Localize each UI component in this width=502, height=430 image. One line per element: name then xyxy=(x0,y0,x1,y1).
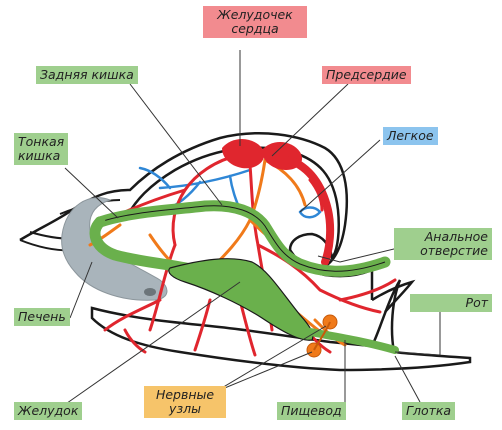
label-pharynx-text: Глотка xyxy=(406,403,452,418)
label-pharynx: Глотка xyxy=(402,402,456,420)
label-hindgut: Задняя кишка xyxy=(36,66,138,84)
label-anus-line2: отверстие xyxy=(420,243,488,258)
label-ventricle: Желудочек сердца xyxy=(203,6,307,38)
intestine-inner xyxy=(99,205,386,272)
label-nerve-ganglia-line1: Нервные xyxy=(155,387,215,402)
tentacle-outline xyxy=(371,279,416,313)
label-lung-text: Легкое xyxy=(387,128,434,143)
label-small-intestine-line1: Тонкая xyxy=(18,134,65,149)
label-anus: Анальное отверстие xyxy=(394,228,492,260)
label-stomach-text: Желудок xyxy=(18,403,79,418)
liver-organ xyxy=(61,197,168,301)
leader-lines xyxy=(59,50,441,409)
heart-ventricle xyxy=(222,139,265,169)
label-lung: Легкое xyxy=(383,127,438,145)
label-ventricle-line1: Желудочек xyxy=(217,7,293,22)
label-liver-text: Печень xyxy=(18,309,66,324)
label-mouth: Рот xyxy=(410,294,492,312)
label-hindgut-text: Задняя кишка xyxy=(40,67,134,82)
label-atrium: Предсердие xyxy=(322,66,411,84)
liver-spot xyxy=(144,288,156,296)
label-nerve-ganglia-line2: узлы xyxy=(169,401,201,416)
label-liver: Печень xyxy=(14,308,70,326)
small-intestine-loop xyxy=(89,216,201,276)
nerve-ganglia xyxy=(306,314,338,358)
esophagus-tube xyxy=(296,326,399,354)
aorta xyxy=(286,156,335,266)
stomach-organ xyxy=(168,258,314,341)
label-esophagus: Пищевод xyxy=(277,402,346,420)
label-esophagus-text: Пищевод xyxy=(281,403,342,418)
label-ventricle-line2: сердца xyxy=(231,21,279,36)
label-anus-line1: Анальное xyxy=(424,229,488,244)
label-stomach: Желудок xyxy=(14,402,83,420)
heart xyxy=(222,139,335,266)
label-atrium-text: Предсердие xyxy=(326,67,407,82)
label-mouth-text: Рот xyxy=(465,295,488,310)
label-small-intestine-line2: кишка xyxy=(18,148,61,163)
label-small-intestine: Тонкая кишка xyxy=(14,133,69,165)
digestive-tract xyxy=(89,200,399,354)
label-nerve-ganglia: Нервные узлы xyxy=(144,386,226,418)
